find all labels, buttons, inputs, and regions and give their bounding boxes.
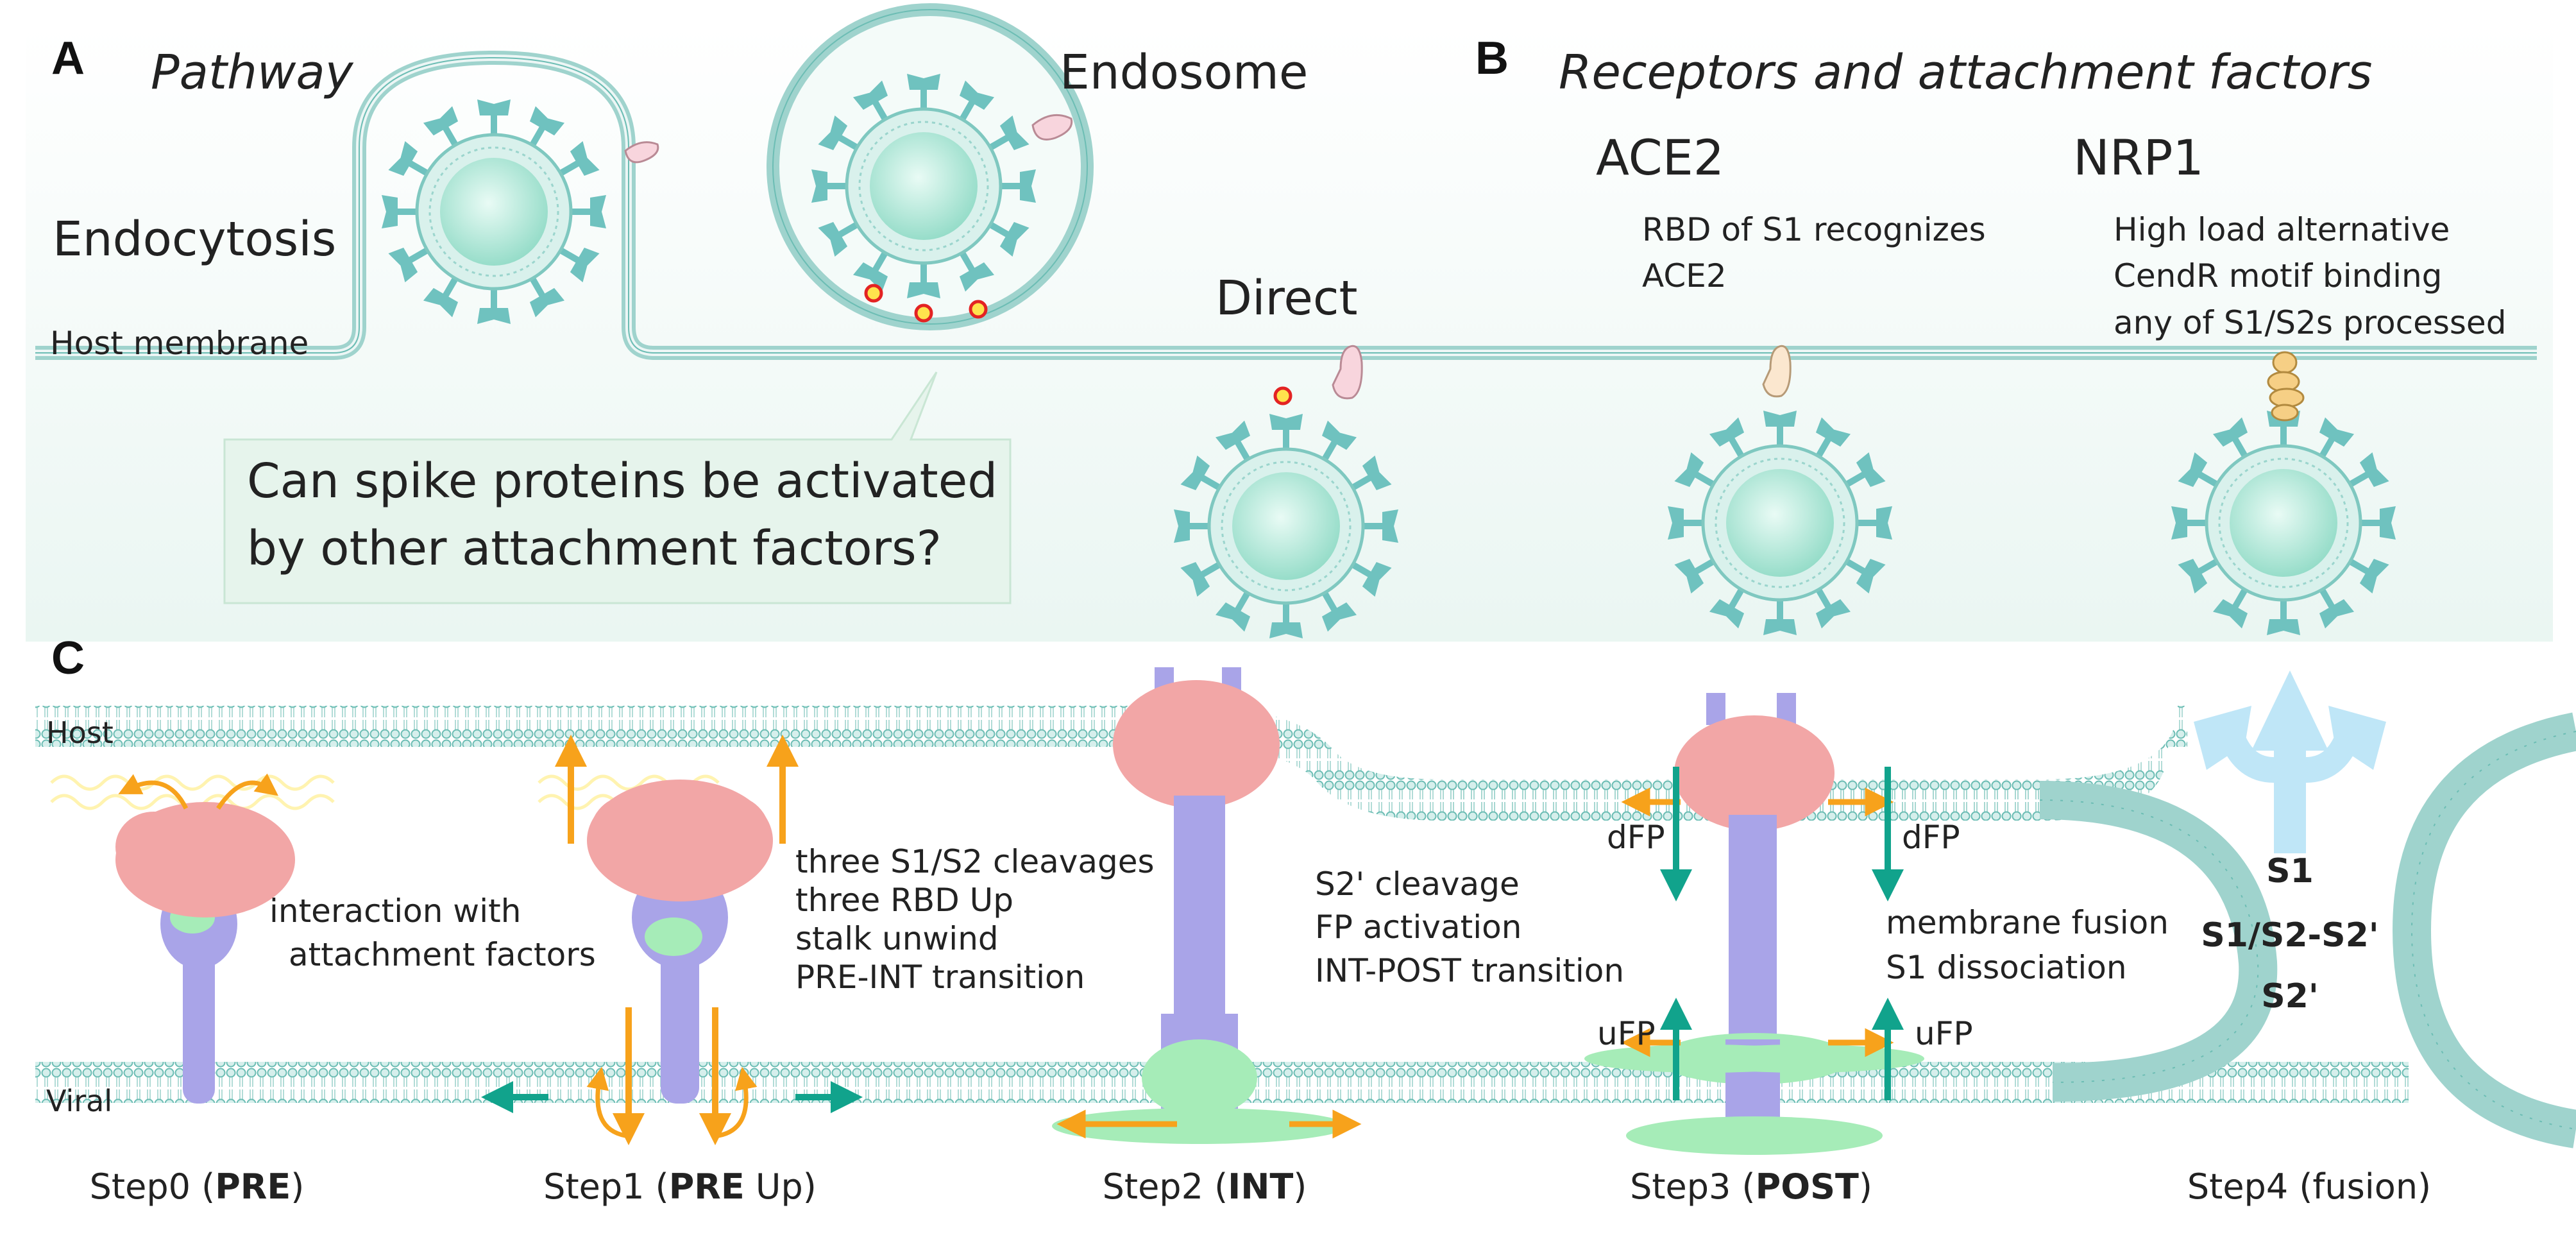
nrp1-desc-1: High load alternative (2114, 211, 2450, 248)
panel-label-c: C (51, 633, 85, 684)
spike-step3 (1584, 693, 1924, 1155)
step0-note-1: interaction with (269, 892, 521, 930)
step4-caption: Step4 (fusion) (2187, 1166, 2431, 1207)
orange-arrow (118, 774, 189, 810)
callout-line-2: by other attachment factors? (247, 521, 942, 576)
step0-note-2: attachment factors (289, 936, 596, 973)
ufp-left-label: uFP (1597, 1015, 1656, 1052)
panel-label-b: B (1475, 33, 1509, 84)
panel-label-a: A (51, 33, 85, 84)
step1-note-3: stalk unwind (795, 920, 999, 957)
step3-caption: Step3 (POST) (1630, 1166, 1872, 1207)
ace2-desc-1: RBD of S1 recognizes (1642, 211, 1986, 248)
question-callout: Can spike proteins be activated by other… (223, 371, 1012, 604)
nrp1-receptor-icon (2267, 351, 2305, 422)
attachment-factor-icon (1332, 345, 1363, 400)
orange-arrow (216, 773, 279, 810)
step1-note-2: three RBD Up (795, 882, 1013, 919)
ace2-desc-2: ACE2 (1642, 257, 1727, 294)
fused-vesicle-arc (2392, 712, 2576, 1148)
step1-note-1: three S1/S2 cleavages (795, 843, 1155, 880)
fusion-curve (2039, 781, 2278, 1102)
step3-note-1: membrane fusion (1886, 904, 2169, 941)
nrp1-desc-3: any of S1/S2s processed (2114, 304, 2506, 341)
step2-note-3: INT-POST transition (1315, 952, 1624, 989)
step0-caption: Step0 (PRE) (90, 1166, 305, 1207)
ufp-right-label: uFP (1915, 1015, 1973, 1052)
step2-note-2: FP activation (1315, 909, 1521, 946)
product-s2prime: S2' (2261, 977, 2319, 1016)
step1-note-4: PRE-INT transition (795, 959, 1085, 996)
step3-note-2: S1 dissociation (1886, 949, 2127, 986)
ace2-receptor-icon (1762, 345, 1792, 398)
host-membrane-label: Host membrane (50, 325, 309, 362)
host-label: Host (46, 715, 114, 750)
endocytosis-label: Endocytosis (53, 212, 336, 267)
spike-step0 (115, 802, 295, 1104)
callout-line-1: Can spike proteins be activated (247, 454, 997, 509)
orange-arrow (586, 1066, 626, 1138)
product-s1: S1 (2266, 852, 2314, 891)
viral-label: Viral (46, 1084, 112, 1118)
attachment-factor-icon (624, 141, 659, 164)
orange-arrow (718, 1066, 758, 1138)
pathway-title: Pathway (151, 45, 354, 100)
spike-step1 (587, 780, 773, 1104)
nrp1-title: NRP1 (2073, 129, 2204, 186)
ace2-title: ACE2 (1596, 129, 1724, 186)
step2-note-1: S2' cleavage (1315, 866, 1520, 903)
spike-step2 (1052, 667, 1347, 1144)
step1-caption: Step1 (PRE Up) (543, 1166, 817, 1207)
receptors-title: Receptors and attachment factors (1559, 45, 2372, 100)
direct-label: Direct (1216, 271, 1358, 326)
dfp-left-label: dFP (1607, 819, 1665, 856)
dfp-right-label: dFP (1902, 819, 1960, 856)
step2-caption: Step2 (INT) (1103, 1166, 1307, 1207)
endosome-label: Endosome (1060, 45, 1308, 100)
product-s1s2-s2prime: S1/S2-S2' (2201, 916, 2378, 955)
attachment-factor-icon (1031, 114, 1073, 141)
product-split-arrow (2194, 670, 2386, 853)
cleavage-site-dots (864, 284, 1292, 405)
nrp1-desc-2: CendR motif binding (2114, 257, 2442, 294)
